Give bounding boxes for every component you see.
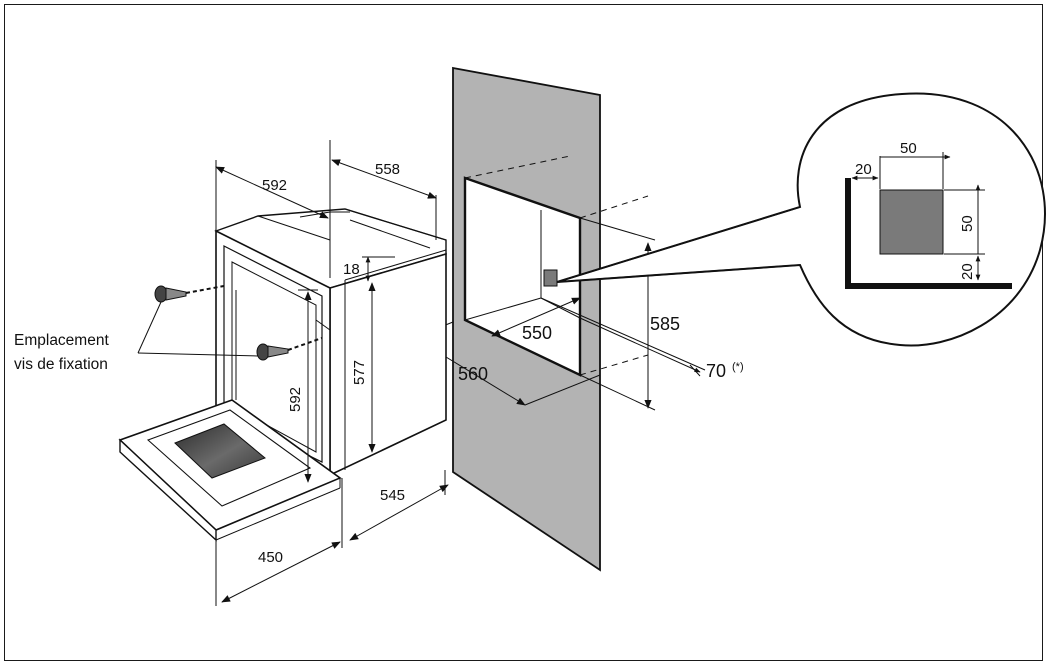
- wall-panel: [452, 66, 649, 572]
- dim-450: 450: [258, 549, 283, 566]
- screw-icon-2: [256, 337, 323, 361]
- dim-550: 550: [522, 323, 552, 343]
- detail-square: [879, 189, 944, 255]
- dim-585: 585: [650, 314, 680, 334]
- dim-70-note: (*): [732, 361, 744, 373]
- oven-body: [214, 208, 447, 477]
- dim-18: 18: [343, 261, 360, 278]
- label-line-1: Emplacement: [14, 332, 109, 349]
- dim-detail-20-left: 20: [855, 161, 872, 178]
- screw-icon: [154, 285, 225, 303]
- screw-location-label: Emplacement vis de fixation: [14, 301, 259, 373]
- detail-marker-square: [543, 269, 558, 287]
- oven-door: [118, 399, 342, 542]
- dim-detail-50-h: 50: [900, 140, 917, 157]
- dim-detail-20-bottom: 20: [959, 263, 976, 280]
- dim-558: 558: [375, 161, 400, 178]
- door-glass-window: [174, 423, 266, 479]
- oven-dimensions: 592 558 18 577 592 450: [215, 140, 437, 606]
- dim-560: 560: [458, 364, 488, 384]
- detail-callout: 50 20 50 20: [556, 92, 1046, 347]
- dim-577: 577: [351, 360, 368, 385]
- dim-70: 70: [706, 361, 726, 381]
- label-line-2: vis de fixation: [14, 356, 108, 373]
- dim-592-top: 592: [262, 177, 287, 194]
- dim-detail-50-v: 50: [959, 215, 976, 232]
- dim-545: 545: [380, 487, 405, 504]
- dim-592-front: 592: [287, 387, 304, 412]
